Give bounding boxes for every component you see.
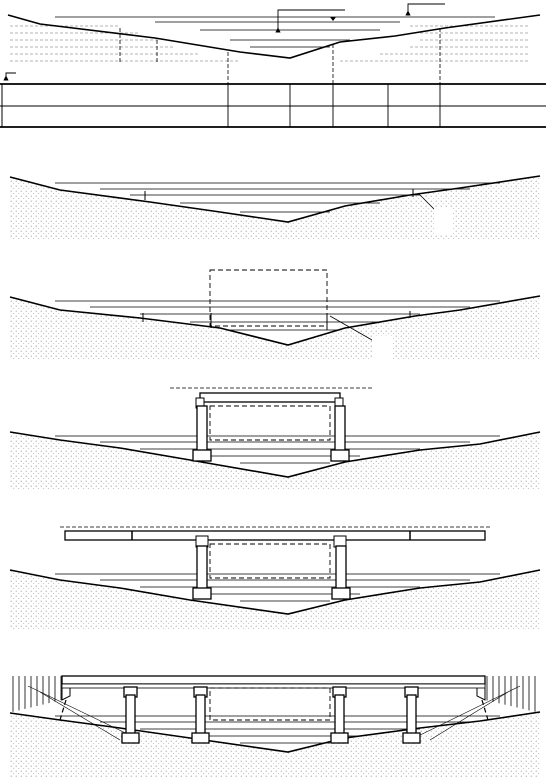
stage-4-ground: [10, 432, 540, 490]
stage-4-dashed-formwork: [209, 405, 331, 441]
stage-3-dashed-span-box: [209, 269, 328, 327]
stage-1-leader-lines: [3, 3, 445, 81]
stage-3-water-lines: [55, 300, 500, 331]
stage-1-dashed-verticals: [119, 28, 441, 84]
stage-5-ground: [10, 570, 540, 630]
stage-1-dashed-strata: [10, 25, 530, 62]
stage-6-deck: [61, 675, 486, 689]
stage-6-dashed-piles: [59, 699, 489, 721]
stage-6-riverbed-line: [9, 711, 541, 753]
stage-3-stakes: [142, 311, 411, 330]
stage-5-girder: [64, 530, 486, 548]
stage-1-data-table: [0, 83, 546, 128]
water-level-triangle: [330, 17, 336, 21]
stage-3-ground: [10, 296, 540, 360]
stage-4-pier-left: [192, 405, 212, 462]
stage-3-label-box: [372, 336, 392, 360]
stage-2-riverbed-with-cofferdam: [9, 175, 541, 240]
stage-1-water-lines: [55, 16, 495, 48]
stage-1-river-profile-and-table: [0, 3, 546, 128]
stage-6-completed-bridge: [9, 675, 541, 777]
stage-3-riverbed-line: [9, 295, 541, 346]
stage-5-pier-left: [192, 545, 212, 600]
stage-4-central-piers: [9, 387, 541, 490]
stage-5-riverbed-line: [9, 569, 541, 615]
stage-2-water-lines: [55, 182, 500, 213]
stage-5-girder-launch: [9, 526, 541, 630]
stage-4-pier-right: [330, 405, 350, 462]
stage-2-label-box: [434, 208, 452, 234]
stage-4-deck: [195, 392, 344, 409]
stage-6-piers: [121, 686, 421, 744]
stage-1-riverbed-line: [7, 14, 541, 59]
stage-5-pier-right: [331, 545, 351, 600]
stage-3-central-span-outline: [9, 269, 541, 360]
stage-5-dashed-formwork: [209, 543, 331, 579]
stage-2-leader: [417, 192, 436, 211]
stage-6-ground: [10, 712, 540, 777]
stage-3-leader: [329, 315, 373, 341]
stage-2-ground: [10, 176, 540, 240]
stage-4-riverbed-line: [9, 431, 541, 478]
stage-2-riverbed-line: [9, 175, 541, 223]
stage-6-dashed-formwork: [209, 687, 331, 721]
